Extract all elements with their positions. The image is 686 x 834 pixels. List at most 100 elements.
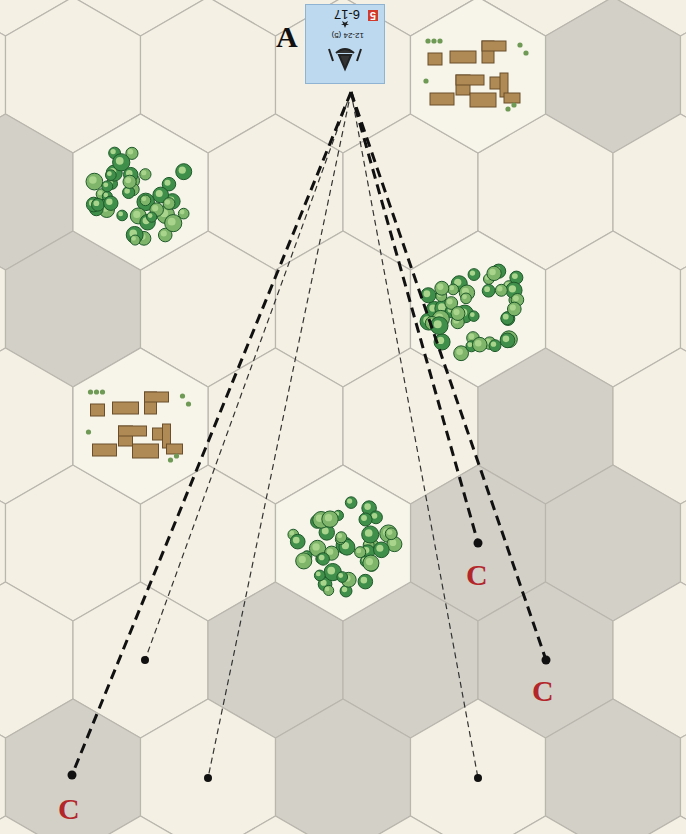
tree-highlight <box>124 188 130 194</box>
tree-highlight <box>131 236 136 241</box>
tree <box>102 181 113 192</box>
shrub <box>523 50 528 55</box>
building <box>456 75 484 85</box>
tree-highlight <box>179 167 186 174</box>
building <box>133 444 159 458</box>
tree-highlight <box>475 340 482 347</box>
tree-highlight <box>361 515 367 521</box>
hex <box>546 699 681 834</box>
shrub <box>505 106 510 111</box>
tree <box>435 281 449 295</box>
tree-highlight <box>338 573 343 578</box>
tree <box>507 302 521 316</box>
tree-highlight <box>462 294 467 299</box>
tree-highlight <box>372 513 378 519</box>
tree-highlight <box>489 269 495 275</box>
tree-highlight <box>107 171 112 176</box>
tree-highlight <box>366 558 373 565</box>
tree-highlight <box>447 299 453 305</box>
tree <box>140 169 151 180</box>
tree-highlight <box>376 545 383 552</box>
building <box>119 426 147 436</box>
woods-hex <box>411 231 546 387</box>
tree-highlight <box>141 170 146 175</box>
shrub <box>94 389 99 394</box>
tree-highlight <box>365 529 373 537</box>
tree-highlight <box>128 149 133 154</box>
hex <box>208 816 343 834</box>
tree <box>296 553 312 569</box>
tree <box>501 331 518 348</box>
building <box>91 404 105 416</box>
tree-highlight <box>299 556 306 563</box>
tree <box>421 288 436 303</box>
building <box>470 93 496 107</box>
building <box>450 51 476 63</box>
tree <box>147 212 157 222</box>
unit-value: 5 <box>368 10 378 21</box>
tree-highlight <box>325 587 330 592</box>
tree <box>487 266 501 280</box>
tree-highlight <box>89 176 97 184</box>
shrub <box>517 42 522 47</box>
tree <box>176 164 192 180</box>
hex <box>6 699 141 834</box>
tree-highlight <box>361 577 368 584</box>
tree <box>178 208 189 219</box>
tree-highlight <box>98 190 103 195</box>
tree <box>106 170 117 181</box>
tree <box>468 269 480 281</box>
tree <box>324 585 334 595</box>
tree <box>472 337 487 352</box>
los-line <box>351 92 478 778</box>
los-dot <box>542 656 551 665</box>
tree-highlight <box>325 514 332 521</box>
tree <box>163 198 175 210</box>
tree <box>358 574 373 589</box>
tree-highlight <box>437 284 443 290</box>
tree-highlight <box>142 196 147 201</box>
tree-highlight <box>469 334 475 340</box>
tree <box>362 526 379 543</box>
tree-highlight <box>152 205 158 211</box>
woods-hex <box>73 114 208 270</box>
tree <box>495 284 507 296</box>
hex <box>343 816 478 834</box>
tree-highlight <box>148 213 153 218</box>
shrub <box>180 393 185 398</box>
tree-highlight <box>434 320 442 328</box>
tree <box>104 196 118 210</box>
tree <box>92 198 105 211</box>
tree-highlight <box>118 212 123 217</box>
tree-highlight <box>94 200 100 206</box>
tree-highlight <box>337 533 342 538</box>
tree <box>123 175 136 188</box>
tree <box>113 154 130 171</box>
shrub <box>100 389 105 394</box>
building <box>428 53 442 65</box>
building <box>113 402 139 414</box>
tree-highlight <box>497 286 502 291</box>
hex <box>276 699 411 834</box>
building <box>145 392 169 402</box>
tree <box>482 284 495 297</box>
tree-highlight <box>289 531 294 536</box>
hex <box>0 699 6 834</box>
tree-highlight <box>449 286 454 291</box>
tree-highlight <box>161 230 167 236</box>
tree-highlight <box>509 285 516 292</box>
tree <box>385 528 397 540</box>
tree-highlight <box>390 539 397 546</box>
shrub <box>511 102 516 107</box>
tree <box>140 195 151 206</box>
target-letter: C <box>58 794 80 824</box>
tree-highlight <box>156 190 163 197</box>
tree-highlight <box>168 218 176 226</box>
tree-highlight <box>510 304 516 310</box>
tree-highlight <box>319 555 325 561</box>
tree-highlight <box>327 567 335 575</box>
los-dot <box>474 774 482 782</box>
shrub <box>423 78 428 83</box>
